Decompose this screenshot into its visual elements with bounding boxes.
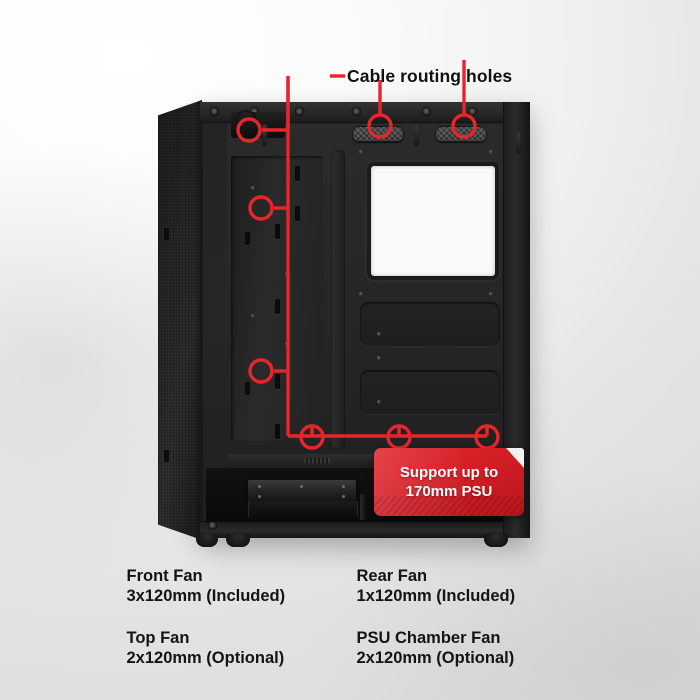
cable-tie-slot	[245, 232, 250, 245]
cable-tie-slot	[275, 224, 280, 239]
standoff-icon	[377, 356, 381, 360]
side-panel-notch	[164, 450, 169, 462]
spec-top-fan-title: Top Fan	[126, 629, 190, 647]
cable-tie-slot	[245, 382, 250, 395]
screw-icon	[210, 107, 219, 116]
standoff-icon	[285, 342, 289, 346]
badge-texture	[374, 496, 524, 516]
cable-routing-slot	[262, 124, 267, 146]
standoff-icon	[359, 292, 363, 296]
spec-psu-chamber-fan: PSU Chamber Fan 2x120mm (Optional)	[349, 628, 574, 668]
screw-icon	[342, 485, 345, 488]
psu-cable-bundle	[360, 494, 366, 520]
screw-icon	[352, 107, 361, 116]
screw-icon	[258, 485, 261, 488]
cable-routing-hole	[304, 458, 330, 463]
tray-recess-panel	[360, 302, 500, 346]
standoff-icon	[251, 314, 255, 318]
screw-icon	[300, 485, 303, 488]
rear-vent-slot	[516, 132, 521, 154]
case-side-panel	[158, 100, 202, 540]
standoff-icon	[377, 332, 381, 336]
psu-support-badge: Support up to 170mm PSU	[374, 448, 524, 516]
fan-spec-list: Front Fan 3x120mm (Included) Rear Fan 1x…	[0, 566, 700, 668]
psu-bracket-lip	[248, 501, 358, 517]
case-chassis	[200, 102, 530, 547]
cable-routing-slot	[414, 124, 419, 146]
cable-routing-hole	[352, 126, 404, 142]
side-panel-notch	[164, 228, 169, 240]
motherboard-tray	[227, 110, 503, 454]
psu-mounting-bracket	[248, 480, 356, 502]
screw-icon	[342, 495, 345, 498]
psu-badge-line2: 170mm PSU	[405, 483, 493, 500]
standoff-icon	[489, 150, 493, 154]
cable-tie-slot	[295, 206, 300, 221]
psu-badge-line1: Support up to	[399, 464, 499, 481]
spec-rear-fan-title: Rear Fan	[356, 567, 428, 585]
standoff-icon	[359, 150, 363, 154]
standoff-icon	[285, 272, 289, 276]
cable-routing-hole	[435, 126, 487, 142]
screw-icon	[468, 107, 477, 116]
io-cable-loop	[235, 110, 257, 130]
screw-icon	[258, 495, 261, 498]
spec-front-fan-detail: 3x120mm (Included)	[126, 587, 286, 605]
spec-psu-chamber-fan-title: PSU Chamber Fan	[356, 629, 501, 647]
spec-front-fan-title: Front Fan	[126, 567, 203, 585]
spec-psu-chamber-fan-detail: 2x120mm (Optional)	[356, 649, 515, 667]
spec-front-fan: Front Fan 3x120mm (Included)	[127, 566, 349, 606]
screw-icon	[422, 107, 431, 116]
screw-icon	[208, 521, 217, 530]
screw-icon	[295, 107, 304, 116]
cpu-cooler-cutout	[367, 162, 499, 280]
screw-icon	[250, 107, 259, 116]
standoff-icon	[489, 292, 493, 296]
case-foot	[484, 534, 508, 547]
spec-rear-fan: Rear Fan 1x120mm (Included)	[349, 566, 574, 606]
spec-rear-fan-detail: 1x120mm (Included)	[356, 587, 516, 605]
standoff-icon	[251, 186, 255, 190]
cable-tie-slot	[295, 166, 300, 181]
callout-label-cable-routing-holes: Cable routing holes	[347, 66, 513, 86]
spec-top-fan-detail: 2x120mm (Optional)	[126, 649, 285, 667]
case-foot	[196, 534, 218, 547]
cable-bay-divider	[331, 150, 345, 450]
cable-tie-slot	[275, 374, 280, 389]
standoff-icon	[377, 400, 381, 404]
cable-tie-slot	[275, 299, 280, 314]
case-foot	[226, 534, 250, 547]
psu-badge-text: Support up to 170mm PSU	[374, 463, 524, 501]
spec-top-fan: Top Fan 2x120mm (Optional)	[127, 628, 349, 668]
tray-recess-panel	[360, 370, 500, 414]
side-panel-texture	[158, 100, 202, 540]
cable-tie-slot	[275, 424, 280, 439]
